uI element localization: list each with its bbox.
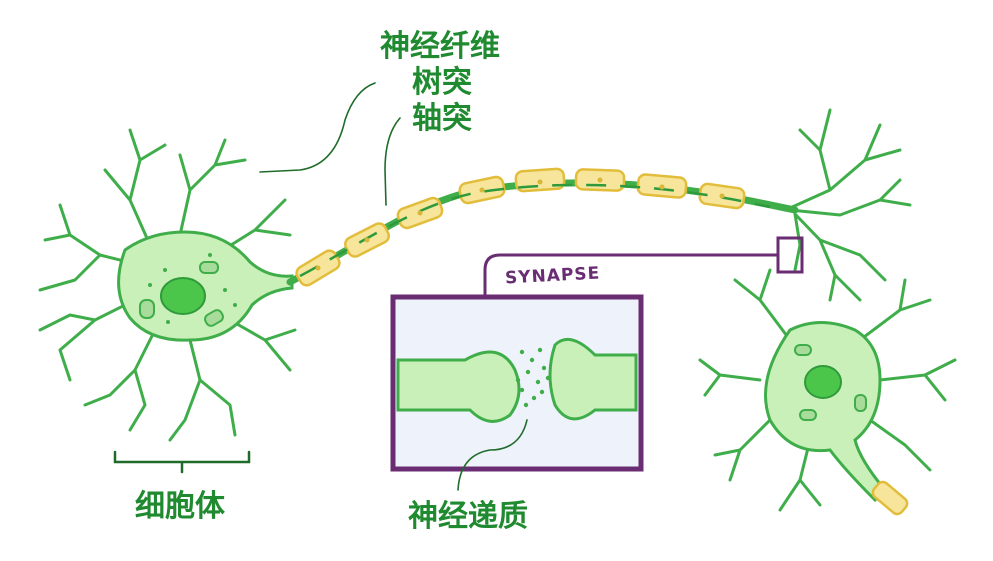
nerve-fiber-leader (259, 82, 376, 173)
label-dendrite: 树突 (412, 65, 472, 100)
right-dendrites (698, 268, 957, 512)
cell-body-bracket (113, 450, 251, 474)
neurotransmitter-leader (457, 419, 528, 491)
synapse-connector (483, 253, 778, 297)
right-nucleus (804, 365, 842, 399)
myelin-dots (315, 177, 725, 271)
label-neurotransmitter: 神经递质 (408, 499, 528, 534)
right-cell-body (764, 321, 888, 503)
left-dendrites (38, 128, 297, 442)
right-axon-stub (871, 480, 909, 516)
left-dots (148, 253, 237, 324)
presynaptic-terminal (396, 350, 521, 423)
left-nucleus (160, 277, 206, 315)
label-cell-body: 细胞体 (135, 489, 225, 524)
right-organelles (794, 344, 867, 421)
left-cell-body (117, 230, 294, 342)
left-organelles (139, 261, 224, 327)
neurotransmitter-dots (515, 347, 551, 408)
label-axon: 轴突 (412, 101, 472, 136)
label-nerve-fiber: 神经纤维 (380, 29, 500, 64)
axon-highlight (299, 183, 771, 278)
axon-terminals (788, 108, 912, 302)
axon-leader (384, 117, 401, 206)
postsynaptic-terminal (548, 337, 638, 421)
leader-lines (259, 82, 528, 491)
